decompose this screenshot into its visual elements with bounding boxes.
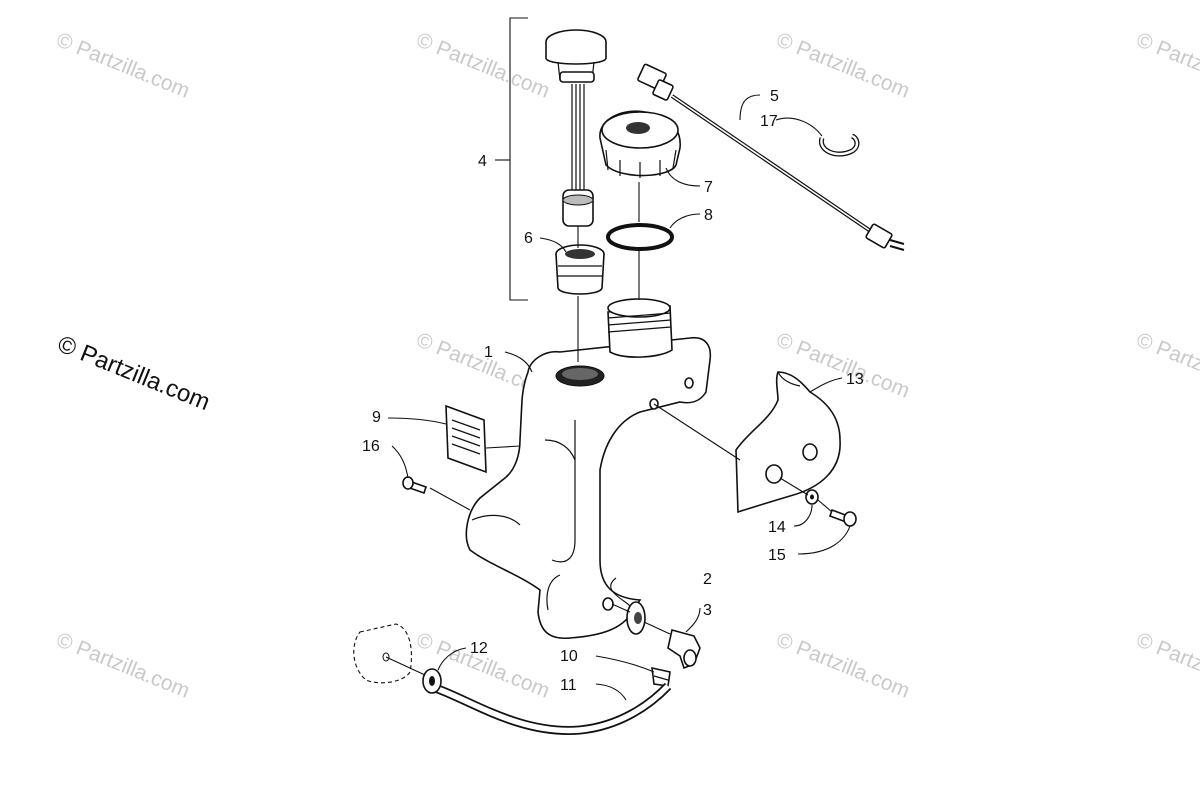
fuel-sender-unit xyxy=(545,29,607,227)
callout-labels: 1 2 3 4 5 6 7 8 9 10 11 12 13 14 15 16 1… xyxy=(362,88,864,694)
wire-clip xyxy=(818,133,860,157)
leader-lines xyxy=(385,17,851,701)
callout-4: 4 xyxy=(478,153,487,170)
callout-16: 16 xyxy=(362,438,380,455)
o-ring xyxy=(606,223,674,251)
screw-15 xyxy=(828,508,857,527)
callout-11: 11 xyxy=(560,677,577,694)
callout-14: 14 xyxy=(768,519,786,536)
watermark: © Partzilla.com xyxy=(1133,28,1200,102)
watermark: © Partzilla.com xyxy=(773,628,913,702)
callout-15: 15 xyxy=(768,547,786,564)
callout-2: 2 xyxy=(703,571,712,588)
watermark: © Partzilla.com xyxy=(53,628,193,702)
grommet-12 xyxy=(422,668,442,694)
callout-3: 3 xyxy=(703,602,712,619)
callout-8: 8 xyxy=(704,207,713,224)
watermark: © Partzilla.com xyxy=(53,28,193,102)
callout-1: 1 xyxy=(484,344,493,361)
wire-harness xyxy=(637,63,905,251)
warning-decal xyxy=(445,404,487,474)
watermark: © Partzilla.com xyxy=(773,28,913,102)
watermark: © Partzilla.com xyxy=(413,28,553,102)
sender-grommet xyxy=(555,244,605,295)
screw-16 xyxy=(402,476,428,495)
mounting-outline xyxy=(353,623,413,684)
callout-10: 10 xyxy=(560,648,578,665)
fuel-hose xyxy=(433,682,672,735)
fuel-tank xyxy=(465,298,712,639)
callout-9: 9 xyxy=(372,409,381,426)
callout-17: 17 xyxy=(760,113,778,130)
washer-14 xyxy=(805,489,819,505)
heat-shield xyxy=(735,371,841,514)
callout-7: 7 xyxy=(704,179,713,196)
callout-12: 12 xyxy=(470,640,488,657)
callout-6: 6 xyxy=(524,230,533,247)
watermark: © Partzilla.com xyxy=(1133,628,1200,702)
callout-5: 5 xyxy=(770,88,779,105)
hose-clamp xyxy=(651,666,671,687)
watermark-main: © Partzilla.com xyxy=(54,331,214,417)
callout-13: 13 xyxy=(846,371,864,388)
gas-cap xyxy=(599,110,681,178)
fitting-grommet xyxy=(626,601,646,635)
watermark: © Partzilla.com xyxy=(1133,328,1200,402)
elbow-fitting xyxy=(667,629,701,670)
